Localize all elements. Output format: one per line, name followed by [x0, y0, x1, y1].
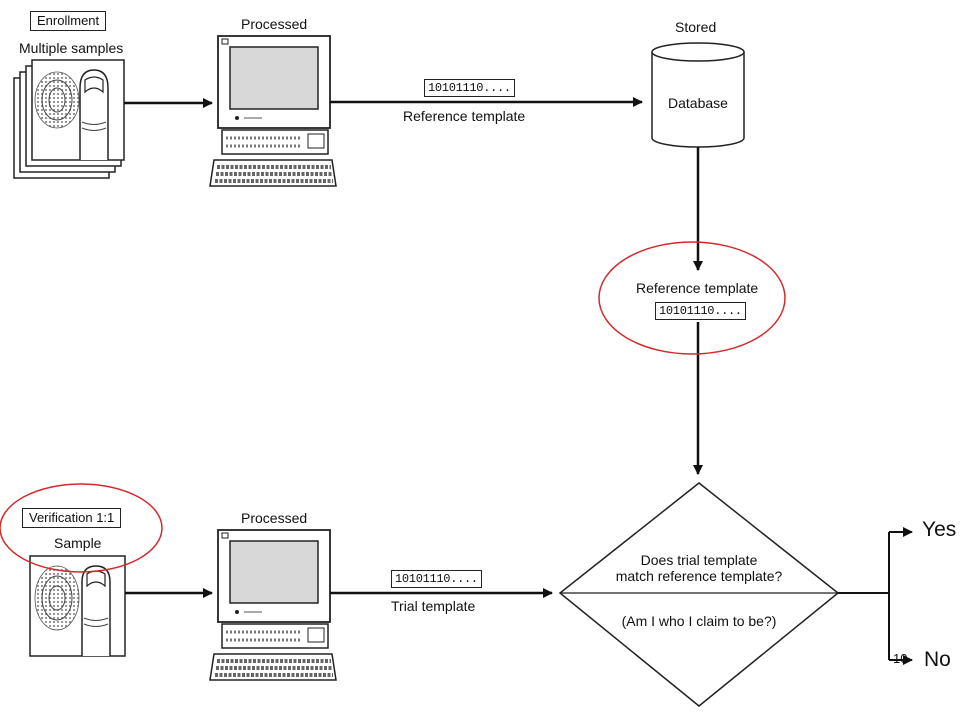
verification-sample-card [29, 555, 126, 657]
decision-branches [838, 527, 913, 665]
fingerprint-icon [34, 565, 80, 631]
verification-processed-label: Processed [241, 510, 308, 526]
enrollment-caption: Multiple samples [19, 40, 124, 56]
page-number: 10 [893, 651, 908, 666]
enrollment-label: Enrollment [30, 11, 107, 31]
computer-icon [209, 35, 337, 187]
database-label: Database [668, 95, 728, 111]
enrollment-edge-label: Reference template [403, 108, 526, 124]
verification-label: Verification 1:1 [22, 508, 122, 528]
computer-icon [209, 529, 337, 681]
trial-template-code: 10101110.... [391, 570, 482, 588]
yes-label: Yes [922, 518, 957, 541]
verification-caption: Sample [54, 535, 102, 551]
reference-highlight-circle [598, 241, 786, 355]
fingerprint-icon [34, 71, 80, 129]
finger-icon [79, 69, 109, 160]
decision-diamond [558, 482, 840, 707]
no-label: No [924, 648, 951, 671]
enrollment-template-code: 10101110.... [424, 79, 515, 97]
enrollment-sample-cards [13, 59, 125, 179]
decision-question-line2: match reference template? [615, 568, 783, 584]
reference-template-code: 10101110.... [655, 302, 746, 320]
stored-label: Stored [675, 19, 717, 35]
decision-question-line1: Does trial template [640, 552, 758, 568]
finger-icon [81, 565, 111, 656]
trial-template-label: Trial template [391, 598, 476, 614]
enrollment-processed-label: Processed [241, 16, 308, 32]
reference-template-label: Reference template [636, 280, 759, 296]
decision-subtext: (Am I who I claim to be?) [621, 613, 777, 629]
verification-highlight-circle [0, 483, 163, 573]
